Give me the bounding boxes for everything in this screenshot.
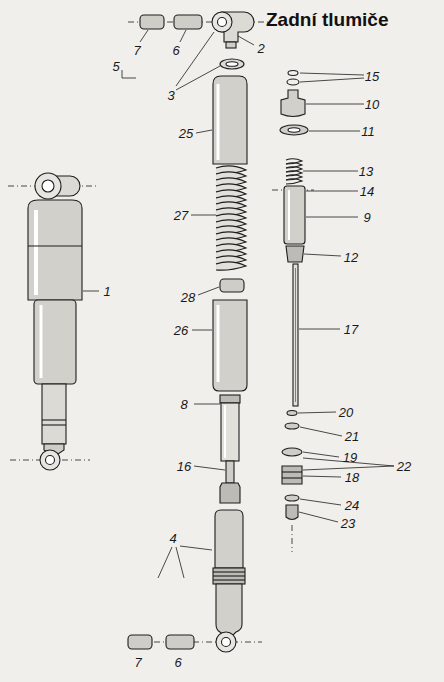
callout-number: 16 (176, 459, 192, 474)
callout-number: 4 (168, 531, 177, 546)
upper-cover (213, 76, 247, 164)
thread (220, 395, 240, 403)
callout-number: 25 (178, 126, 194, 141)
valve-spring (286, 159, 302, 184)
callout-number: 1 (102, 284, 111, 299)
bushing (128, 15, 202, 649)
callout-number: 11 (360, 124, 376, 139)
assembled-shock (28, 173, 82, 470)
callout-number: 14 (359, 184, 375, 199)
callout-number: 13 (358, 164, 374, 179)
callout-number: 24 (344, 498, 360, 513)
top-eye (212, 12, 254, 48)
callout-number: 19 (342, 450, 358, 465)
lower-body (213, 510, 245, 652)
title: Zadní tlumiče (266, 10, 388, 31)
callout-number: 23 (340, 516, 356, 531)
callout-number: 27 (173, 208, 189, 223)
spring-seat (220, 279, 244, 292)
piston-rod (226, 461, 234, 483)
callout-number: 3 (166, 88, 175, 103)
callout-number: 5 (111, 59, 120, 74)
callout-number: 10 (364, 97, 380, 112)
callout-number: 6 (171, 43, 180, 58)
callout-number: 17 (343, 322, 359, 337)
callout-number: 7 (133, 655, 142, 670)
callout-number: 15 (364, 69, 380, 84)
callout-number: 26 (173, 323, 189, 338)
axis-line (8, 22, 314, 642)
leader-line (83, 30, 394, 640)
callout-number: 8 (179, 397, 188, 412)
damper-tube (221, 403, 239, 461)
callout-number: 28 (180, 290, 196, 305)
callout-number: 21 (344, 429, 360, 444)
nut (220, 483, 240, 503)
callout-number: 12 (343, 250, 359, 265)
callout-number: 22 (396, 459, 412, 474)
callout-number: 18 (344, 470, 360, 485)
callout-number: 7 (132, 43, 141, 58)
callout-number: 6 (173, 655, 182, 670)
callout-number: 20 (338, 405, 354, 420)
spring (216, 166, 246, 270)
washer (220, 59, 244, 69)
spring-coil (286, 179, 302, 184)
spring-coil (216, 262, 246, 270)
lower-cover (213, 300, 247, 391)
callout-number: 9 (362, 210, 371, 225)
callout-number: 2 (256, 41, 265, 56)
